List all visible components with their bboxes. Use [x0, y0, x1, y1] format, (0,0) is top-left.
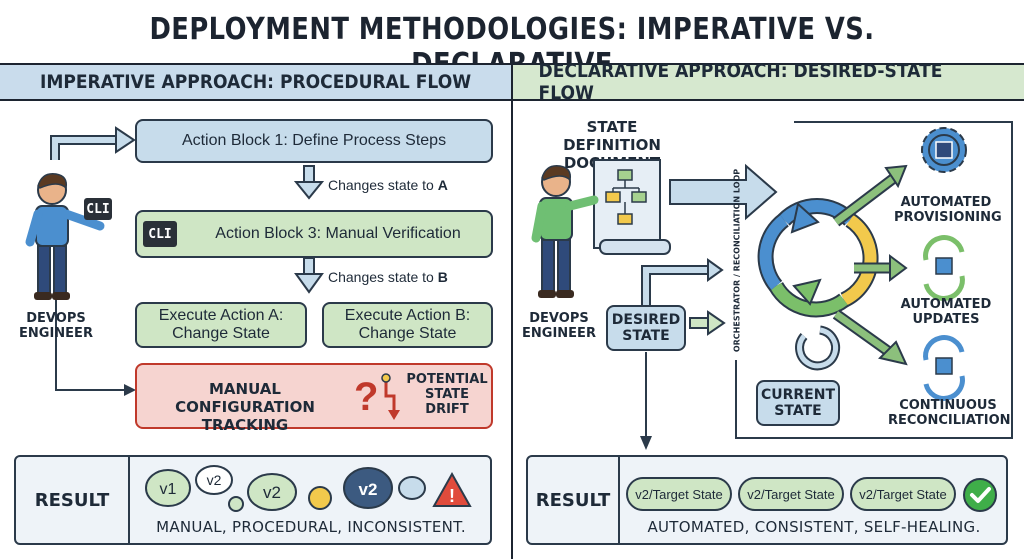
cli-icon: CLI [84, 198, 112, 220]
target-state-pill: v2/Target State [626, 477, 732, 511]
change-state-a: Changes state to A [328, 177, 448, 193]
version-bubbles: v1 v2 v2 v2 ! [145, 465, 472, 512]
action-block-1: Action Block 1: Define Process Steps [135, 119, 493, 163]
question-drift-icon: ? [354, 373, 400, 420]
check-icon [963, 478, 997, 512]
engineer-figure [531, 165, 599, 298]
declarative-connectors [593, 121, 1013, 450]
update-cube-icon [923, 235, 965, 301]
warning-icon: ! [432, 471, 472, 507]
execute-action-b: Execute Action B: Change State [322, 302, 493, 348]
outcome-reconciliation: CONTINUOUS RECONCILIATION [888, 398, 1011, 428]
svg-text:?: ? [354, 375, 378, 419]
gear-icon [921, 127, 967, 173]
imperative-connectors [50, 126, 325, 396]
imperative-header: IMPERATIVE APPROACH: PROCEDURAL FLOW [0, 63, 511, 101]
svg-text:v2: v2 [207, 472, 222, 488]
declarative-result-text: AUTOMATED, CONSISTENT, SELF-HEALING. [647, 518, 981, 536]
imperative-result-text: MANUAL, PROCEDURAL, INCONSISTENT. [156, 518, 466, 536]
current-state-box: CURRENT STATE [756, 380, 840, 426]
actor-label: DEVOPS ENGINEER [522, 311, 596, 341]
desired-state-box: DESIRED STATE [606, 305, 686, 351]
orchestrator-loop-label: ORCHESTRATOR / RECONCILIATION LOOP [732, 168, 742, 353]
svg-text:v1: v1 [160, 481, 177, 498]
result-divider [618, 457, 620, 543]
bubble-v2-small: v2 [195, 465, 233, 495]
cli-icon: CLI [143, 221, 177, 247]
target-state-pill: v2/Target State [738, 477, 844, 511]
result-label: RESULT [535, 489, 611, 511]
engineer-figure [25, 173, 105, 300]
svg-text:v2: v2 [359, 480, 378, 499]
reconciliation-loop-icon [757, 198, 879, 318]
bubble-v2-navy: v2 [343, 467, 393, 509]
outcome-updates: AUTOMATED UPDATES [900, 297, 992, 327]
document-icon [593, 159, 671, 255]
reconcile-cube-icon [923, 335, 965, 401]
drift-label: POTENTIAL STATE DRIFT [406, 372, 488, 417]
result-label: RESULT [34, 489, 110, 511]
result-divider [128, 457, 130, 543]
manual-tracking-label: MANUAL CONFIGURATION TRACKING [175, 380, 315, 434]
section-divider [511, 63, 513, 559]
action-block-3: Action Block 3: Manual Verification [135, 210, 493, 258]
change-state-b: Changes state to B [328, 269, 448, 285]
bubble-v1: v1 [145, 469, 191, 507]
manual-tracking-box [135, 363, 493, 429]
declarative-header: DECLARATIVE APPROACH: DESIRED-STATE FLOW [513, 60, 1024, 104]
execute-action-a: Execute Action A: Change State [135, 302, 307, 348]
svg-text:!: ! [449, 486, 455, 506]
bubble-v2-green: v2 [247, 473, 297, 511]
svg-text:v2: v2 [263, 483, 281, 502]
down-arrow-1 [293, 165, 325, 200]
actor-label: DEVOPS ENGINEER [19, 311, 93, 341]
down-arrow-2 [294, 257, 324, 294]
outcome-provisioning: AUTOMATED PROVISIONING [894, 195, 1002, 225]
target-state-pill: v2/Target State [850, 477, 956, 511]
